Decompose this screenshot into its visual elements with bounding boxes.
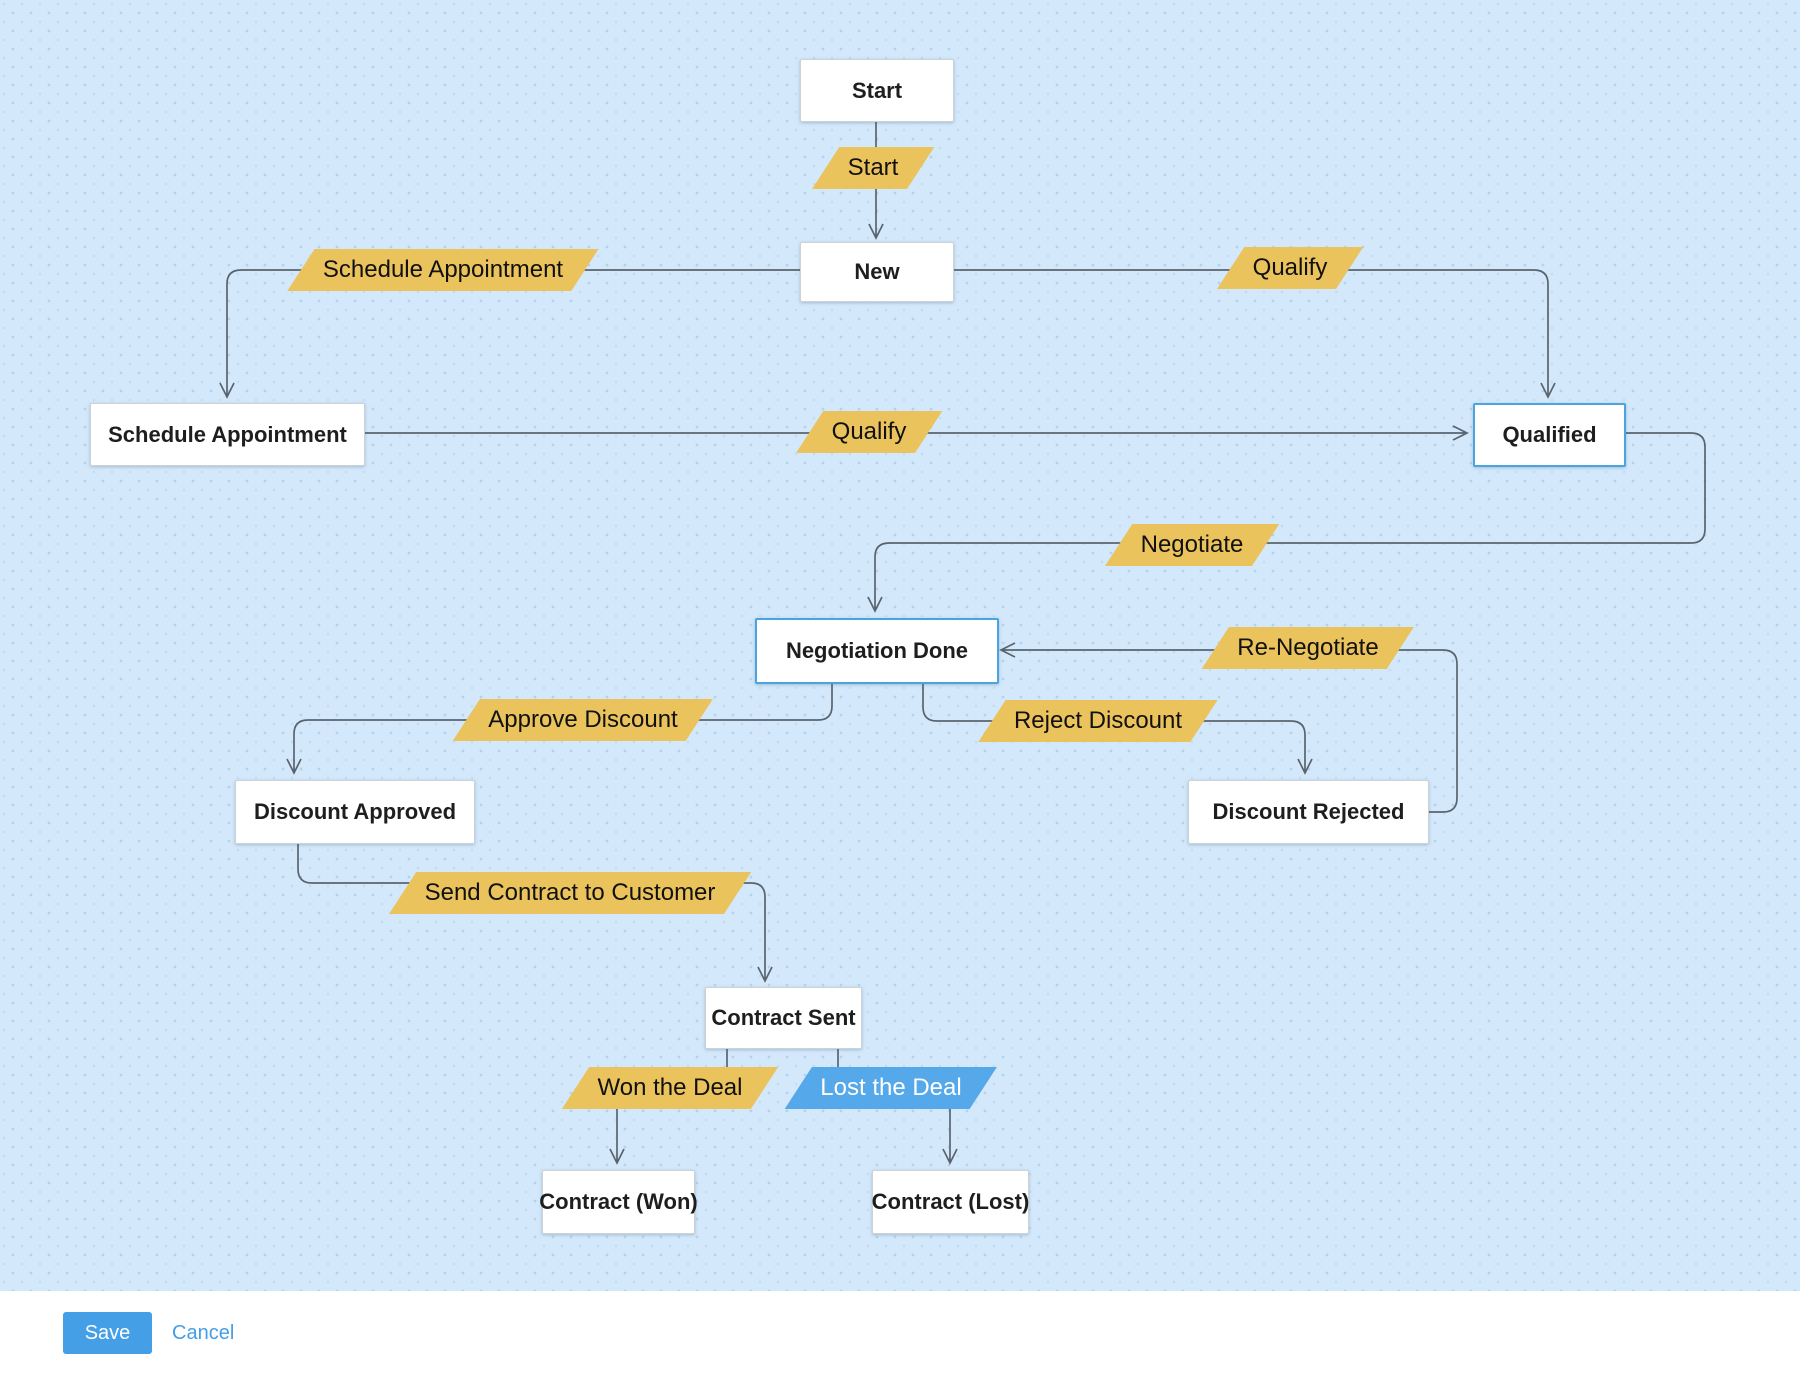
- state-contract-lost[interactable]: Contract (Lost): [872, 1170, 1029, 1234]
- state-discount-rejected[interactable]: Discount Rejected: [1188, 780, 1429, 844]
- transition-start[interactable]: Start: [826, 147, 921, 189]
- connector-lost-the-deal-to-contract-lost: [942, 1109, 958, 1165]
- transition-schedule-appointment[interactable]: Schedule Appointment: [301, 249, 585, 291]
- connector-won-the-deal-to-contract-won: [609, 1109, 625, 1165]
- transition-approve-discount[interactable]: Approve Discount: [466, 699, 699, 741]
- connector-discount-rejected-to-negotiation-done: [999, 642, 1458, 813]
- state-schedule-appointment[interactable]: Schedule Appointment: [90, 403, 365, 466]
- state-negotiation-done[interactable]: Negotiation Done: [755, 618, 999, 684]
- transition-won-the-deal[interactable]: Won the Deal: [576, 1067, 765, 1109]
- connector-new-to-qualified: [952, 269, 1556, 399]
- connector-new-to-schedule-appointment: [219, 269, 800, 399]
- state-discount-approved[interactable]: Discount Approved: [235, 780, 475, 844]
- state-qualified[interactable]: Qualified: [1473, 403, 1626, 467]
- state-contract-sent[interactable]: Contract Sent: [705, 987, 862, 1049]
- blueprint-canvas: Start New Schedule Appointment Qualified…: [0, 0, 1800, 1291]
- transition-negotiate[interactable]: Negotiate: [1119, 524, 1266, 566]
- action-bar: Save Cancel: [0, 1291, 1800, 1378]
- connector-qualified-to-negotiation-done: [867, 432, 1706, 613]
- transition-re-negotiate[interactable]: Re-Negotiate: [1215, 627, 1400, 669]
- transition-qualify-from-new[interactable]: Qualify: [1231, 247, 1350, 289]
- transition-lost-the-deal[interactable]: Lost the Deal: [798, 1067, 983, 1109]
- transition-reject-discount[interactable]: Reject Discount: [992, 700, 1204, 742]
- state-start[interactable]: Start: [800, 59, 954, 122]
- cancel-link[interactable]: Cancel: [172, 1322, 235, 1344]
- save-button[interactable]: Save: [63, 1312, 152, 1354]
- state-contract-won[interactable]: Contract (Won): [539, 1170, 698, 1234]
- state-new[interactable]: New: [800, 242, 954, 302]
- transition-send-contract-to-customer[interactable]: Send Contract to Customer: [403, 872, 738, 914]
- transition-qualify-from-schedule-appointment[interactable]: Qualify: [810, 411, 929, 453]
